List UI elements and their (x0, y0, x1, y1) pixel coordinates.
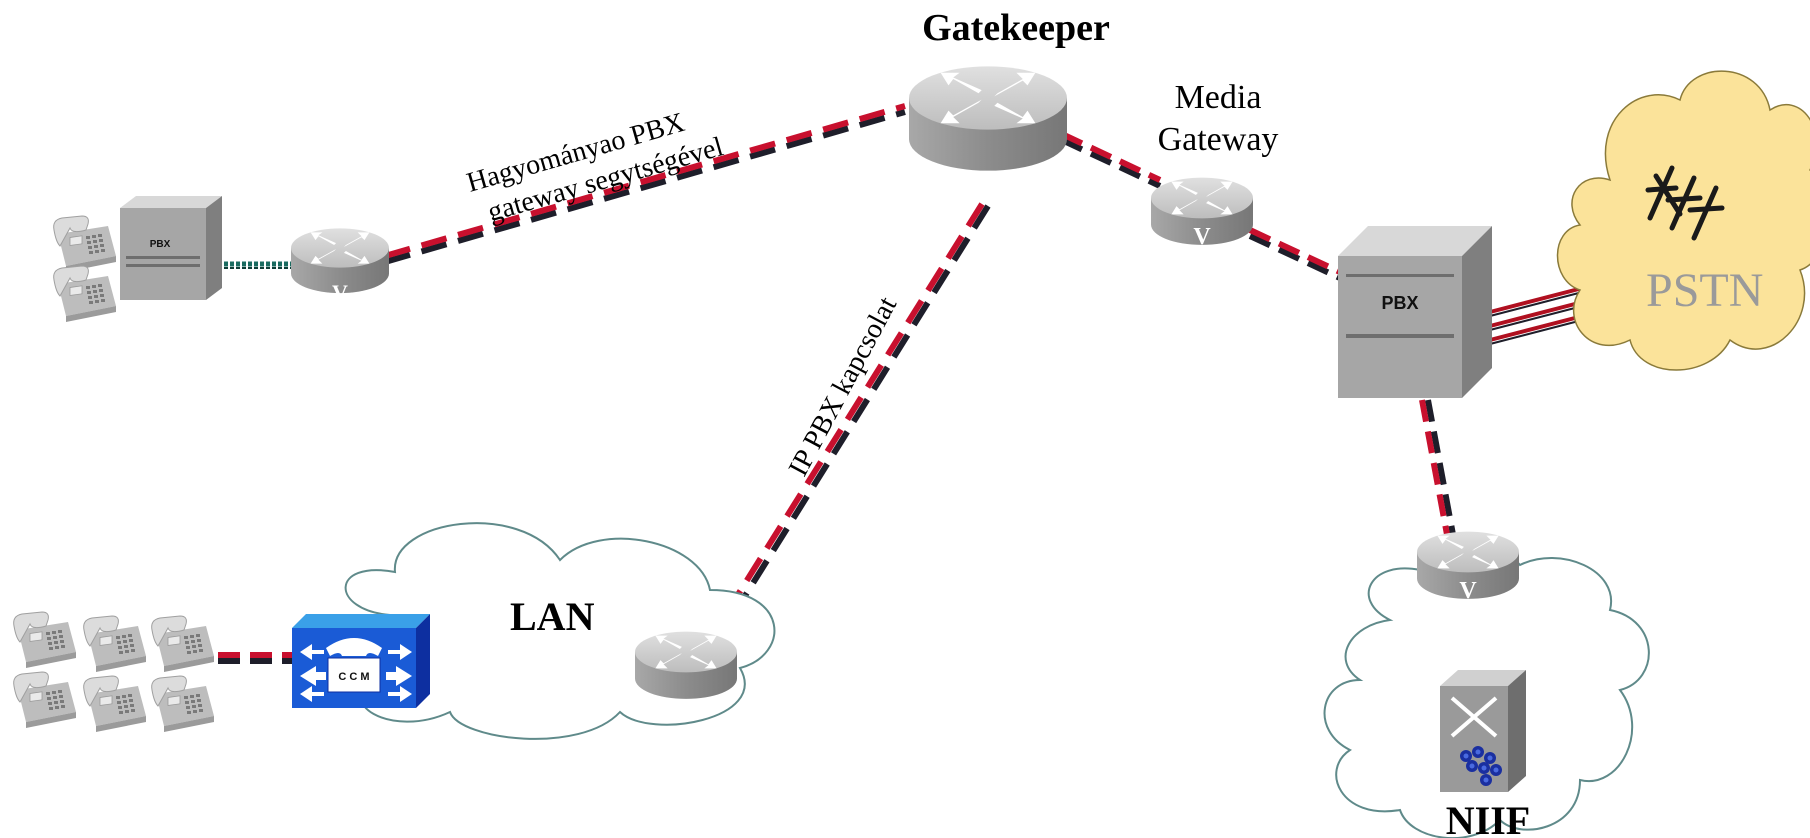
media-gateway-label-line2: Gateway (1158, 121, 1279, 158)
ip-phone-icon[interactable] (83, 675, 147, 733)
main-pbx-label: PBX (1381, 293, 1418, 313)
link-gatekeeper-to-media-gateway (1060, 131, 1162, 189)
media-gateway-label-line1: Media (1175, 79, 1262, 116)
pstn-cloud-icon (1556, 70, 1810, 371)
gatekeeper-label: Gatekeeper (922, 7, 1110, 49)
ip-phone-icon[interactable] (13, 671, 77, 729)
link-gatekeeper-to-lan-router (721, 202, 991, 622)
niif-label: NIIF (1446, 798, 1530, 838)
ip-phone-icon[interactable] (53, 215, 117, 273)
niif-router-v-label: V (1459, 578, 1477, 604)
legacy-connection-label: Hagyományao PBX gateway segytségével (463, 107, 727, 228)
media-gateway-v-label: V (1193, 224, 1211, 250)
lan-label: LAN (510, 594, 595, 639)
antenna-tower-icon (1645, 165, 1725, 241)
ip-pbx-connection-label: IP PBX kapcsolat (783, 292, 903, 482)
link-legacy-pbx-to-router (224, 261, 296, 269)
link-legacy-router-to-gatekeeper (384, 103, 906, 265)
call-manager-icon[interactable] (292, 614, 430, 708)
lan-router-icon[interactable] (635, 631, 737, 699)
ip-phone-icon[interactable] (13, 611, 77, 669)
lan-phones (13, 611, 215, 733)
ip-phone-icon[interactable] (151, 615, 215, 673)
legacy-router-v-label: V (332, 280, 348, 305)
ip-phone-icon[interactable] (53, 265, 117, 323)
ccm-label: C C M (338, 671, 369, 683)
ip-pbx-connection-label-group: IP PBX kapcsolat (783, 292, 903, 482)
ip-phone-icon[interactable] (151, 675, 215, 733)
link-phones-to-ccm (218, 652, 292, 664)
atm-switch-icon[interactable] (1440, 670, 1526, 792)
main-pbx-icon[interactable] (1338, 226, 1492, 398)
legacy-pbx-label: PBX (150, 239, 171, 250)
link-media-gateway-to-pbx (1248, 227, 1342, 281)
link-pbx-to-niif-router (1419, 399, 1457, 541)
legacy-pbx-icon[interactable] (120, 196, 222, 300)
pstn-label: PSTN (1646, 264, 1763, 317)
ip-phone-icon[interactable] (83, 615, 147, 673)
legacy-phones (53, 215, 117, 323)
gatekeeper-router-icon[interactable] (909, 66, 1067, 171)
